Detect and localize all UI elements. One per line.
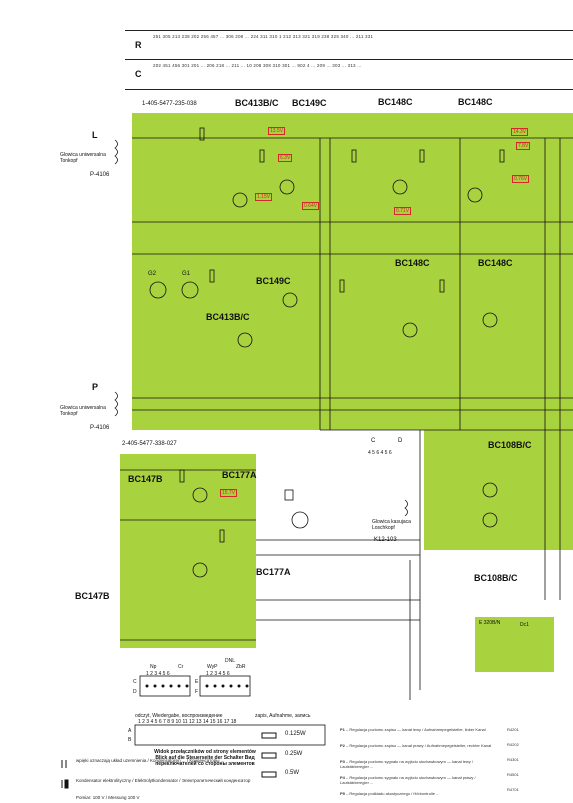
input-letter: P [92, 382, 99, 392]
dnl-right: ZbR [236, 664, 246, 670]
table-row: C 202 451 456 301 201 ... 206 218 ... 21… [125, 60, 573, 88]
resistor-rating: 0.25W [285, 751, 303, 757]
input-part: P-4106 [90, 425, 110, 431]
transistor-label: BC148C [478, 258, 513, 268]
small-board-label: E 320B/N [479, 620, 501, 626]
dnl-title: DNL [225, 658, 236, 664]
transistor-label: BC108B/C [488, 440, 532, 450]
switch-label-left: Np [150, 664, 157, 670]
pot-id: P3 [340, 759, 345, 764]
connector-d: D [398, 438, 403, 444]
legend-item: wpięki oznaczają układ uzemnienia / Kond… [76, 758, 256, 764]
voltage-mark: 15.7V [220, 489, 238, 497]
long-switch-row: B [128, 737, 132, 743]
erase-head-caption: Glowica kasujaca Loschkopf [372, 519, 411, 531]
transistor-label: BC148C [378, 97, 413, 107]
transistor-label: BC148C [458, 97, 493, 107]
pot-id: P5 [340, 791, 345, 796]
transistor-label: BC149C [256, 276, 291, 286]
legend-text: wpięki oznaczają układ uzemnienia / Kond… [76, 758, 225, 763]
long-switch-header2: zapis, Aufnahme, запись [255, 713, 311, 719]
input-caption: Glowica uniwersalna Tonkopf [60, 152, 106, 164]
voltage-mark: 0.71V [394, 207, 412, 215]
headphone-board [120, 454, 256, 648]
switch-row: C [133, 679, 137, 685]
transistor-label: BC108B/C [474, 573, 518, 583]
dnl-row: E [195, 679, 199, 685]
transistor-label: BC177A [222, 470, 257, 480]
voltage-mark: 14.3V [511, 128, 529, 136]
right-note: R4701 [507, 787, 519, 792]
table-row: R 251 305 213 238 202 256 457 ... 306 20… [125, 31, 573, 60]
row-label: R [135, 40, 142, 50]
main-board-code: 1-405-5477-235-038 [142, 101, 197, 107]
pot-id: P1 [340, 727, 345, 732]
switch-row: D [133, 689, 137, 695]
transistor-label: BC413B/C [235, 98, 279, 108]
pot-text: Regulacja poziomu sygnału na wyjściu słu… [340, 759, 473, 769]
side-transistor-label: BC147B [75, 591, 110, 601]
connector-label: G2 [148, 271, 157, 277]
transistor-label: BC413B/C [206, 312, 250, 322]
pot-text: Regulacja poziomu sygnału na wyjściu słu… [340, 775, 476, 785]
voltage-mark: 7.8V [516, 142, 531, 150]
input-letter: L [92, 130, 98, 140]
connector-c: C [371, 438, 376, 444]
voltage-mark: 0.76V [512, 175, 530, 183]
dnl-pins: 1 2 3 4 5 6 [206, 671, 230, 677]
pot-desc: P5 – Regulacja podkładu akustycznego / H… [340, 791, 440, 796]
pot-text: Regulacja podkładu akustycznego / Hörkon… [349, 791, 440, 796]
transistor-label: BC147B [128, 474, 163, 484]
long-switch-row: A [128, 728, 132, 734]
component-location-table: R 251 305 213 238 202 256 457 ... 306 20… [125, 30, 573, 90]
voltage-mark: 0.64V [302, 202, 320, 210]
transistor-label: BC177A [256, 567, 291, 577]
dnl-left: WyP [207, 664, 218, 670]
legend-text: Pomiar: 100 V / Messung 100 V [76, 795, 140, 800]
right-note: R4202 [507, 742, 519, 747]
voltage-mark: 1.15V [255, 193, 273, 201]
pot-desc: P1 – Regulacja poziomu zapisu — kanał le… [340, 727, 486, 732]
long-switch-pins: 1 2 3 4 5 6 7 8 9 10 11 12 13 14 15 16 1… [138, 719, 237, 725]
resistor-rating: 0.125W [285, 731, 306, 737]
connector-pins: 4 5 6 4 5 6 [368, 450, 392, 456]
headphone-board-code: 2-405-5477-338-027 [122, 441, 177, 447]
resistor-rating: 0.5W [285, 770, 300, 776]
pot-text: Regulacja poziomu zapisu — kanał prawy /… [349, 743, 492, 748]
pot-desc: P4 – Regulacja poziomu sygnału na wyjści… [340, 775, 476, 785]
pot-text: Regulacja poziomu zapisu — kanał lewy / … [349, 727, 486, 732]
dnl-row: F [195, 689, 199, 695]
transistor-label: BC149C [292, 98, 327, 108]
row-label: C [135, 69, 142, 79]
input-caption: Glowica uniwersalna Tonkopf [60, 405, 106, 417]
switch-pins: 1 2 3 4 5 6 [146, 671, 170, 677]
switch-label-right: Cr [178, 664, 184, 670]
erase-head-part: K12-103 [374, 537, 397, 543]
pot-id: P4 [340, 775, 345, 780]
row-cells: 251 305 213 238 202 256 457 ... 306 208 … [153, 34, 374, 39]
pot-desc: P3 – Regulacja poziomu sygnału na wyjści… [340, 759, 473, 769]
right-note: R4201 [507, 727, 519, 732]
pot-id: P2 [340, 743, 345, 748]
legend-text: Kondensator elektrolityczny / Elektrolyt… [76, 778, 251, 783]
input-part: P-4106 [90, 172, 110, 178]
connector-label: G1 [182, 271, 191, 277]
transistor-label: BC148C [395, 258, 430, 268]
right-note: R4501 [507, 772, 519, 777]
long-switch-header: odczyt, Wiedergabe, воспроизведение [135, 713, 223, 719]
legend-item: Pomiar: 100 V / Messung 100 V [76, 795, 256, 801]
voltage-mark: 6.3V [278, 154, 293, 162]
switch-caption: Widok przełączników od strony elementów … [154, 749, 256, 767]
voltage-mark: 13.5V [268, 127, 286, 135]
small-board [475, 617, 554, 672]
output-board [424, 430, 573, 550]
small-board-part: Dc1 [520, 622, 529, 628]
pot-desc: P2 – Regulacja poziomu zapisu — kanał pr… [340, 743, 492, 748]
main-board [132, 113, 573, 430]
right-note: R4301 [507, 757, 519, 762]
legend-item: Kondensator elektrolityczny / Elektrolyt… [76, 778, 256, 784]
row-cells: 202 451 456 301 201 ... 206 218 ... 211 … [153, 63, 362, 68]
